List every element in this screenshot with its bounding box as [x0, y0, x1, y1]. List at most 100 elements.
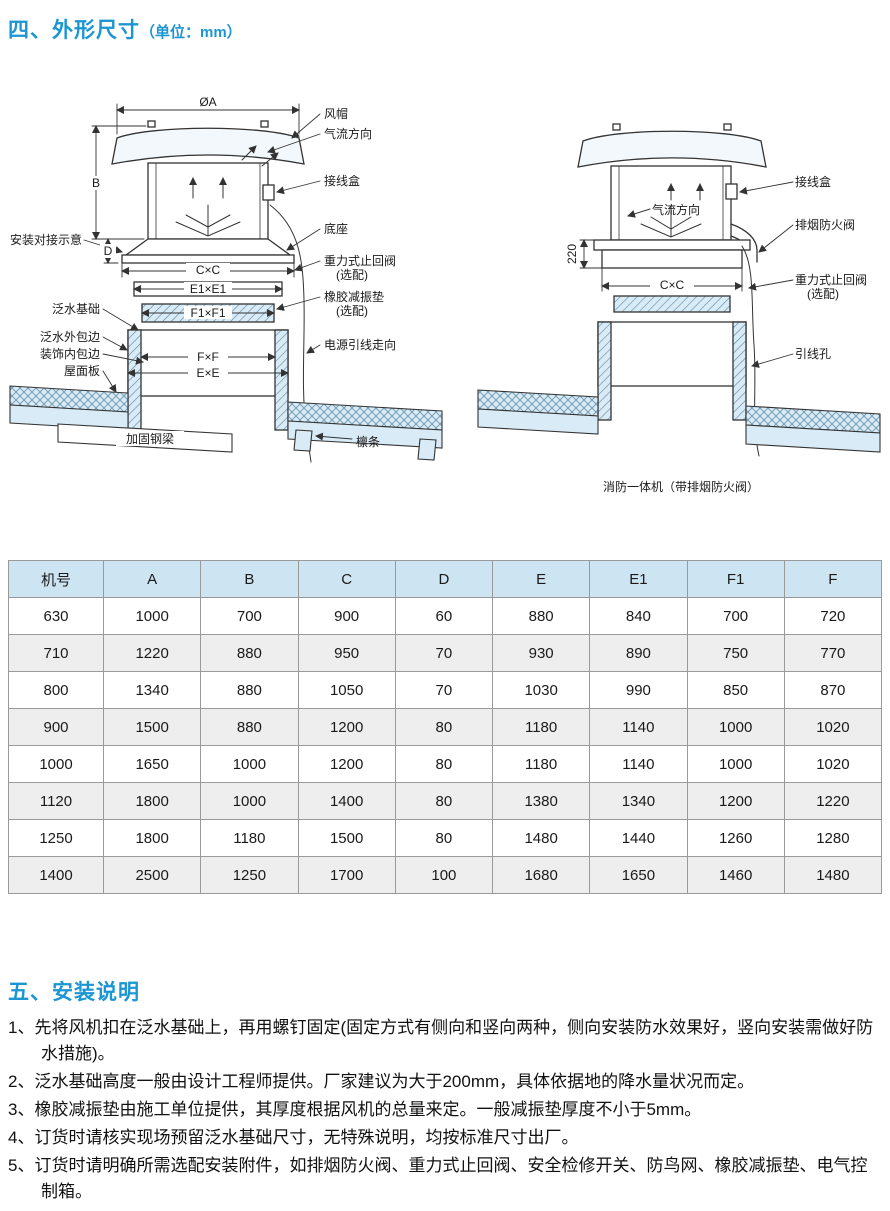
table-cell: 1020	[783, 745, 883, 783]
table-cell: 850	[686, 671, 785, 709]
label-check-valve-optional: (选配)	[336, 268, 368, 282]
label-flashing-outer-edge: 泛水外包边	[40, 330, 100, 344]
table-cell: 80	[394, 819, 494, 857]
wind-cap-shape	[111, 127, 305, 165]
table-cell: 800	[8, 671, 104, 709]
table-cell: 1380	[491, 782, 591, 820]
table-cell: 1200	[297, 745, 396, 783]
table-cell: 890	[589, 634, 688, 672]
label-rubber-pad-optional: (选配)	[336, 304, 368, 318]
label-check-valve: 重力式止回阀	[324, 254, 396, 268]
roof-panel-shape	[745, 424, 881, 453]
table-cell: 1340	[102, 671, 202, 709]
label-flashing-base: 泛水基础	[52, 302, 100, 316]
table-cell: 1480	[783, 856, 883, 894]
roof-panel-shape	[477, 408, 599, 435]
dimension-diagrams: ØA B D C×C E1×E1 F1×F1 F×F E×E 安装对接示意 泛水…	[9, 95, 881, 494]
table-cell: 1250	[8, 819, 104, 857]
table-cell: 1400	[8, 856, 104, 894]
table-cell: 1000	[686, 745, 785, 783]
table-cell: 930	[491, 634, 591, 672]
dim-label-f1: F1×F1	[190, 306, 225, 320]
curb-frame-shape	[597, 321, 747, 387]
table-cell: 1120	[8, 782, 104, 820]
table-cell: 1000	[200, 782, 299, 820]
dimensions-section-unit: （单位：mm）	[140, 24, 242, 41]
table-cell: 1800	[102, 782, 202, 820]
install-list: 1、先将风机扣在泛水基础上，再用螺钉固定(固定方式有侧向和竖向两种，侧向安装防水…	[8, 1015, 884, 1207]
table-cell: 880	[200, 708, 299, 746]
label-airflow: 气流方向	[652, 202, 700, 217]
table-cell: 1280	[783, 819, 883, 857]
cap-bolt	[612, 123, 621, 131]
curb-column-shape	[597, 321, 612, 421]
table-cell: 1140	[589, 745, 688, 783]
table-cell: 1500	[102, 708, 202, 746]
fire-damper-shape	[601, 249, 743, 269]
rubber-pad-shape	[613, 295, 731, 313]
table-cell: 880	[200, 634, 299, 672]
label-wind-cap: 风帽	[324, 106, 348, 121]
dim-label-e1: E1×E1	[190, 282, 227, 296]
table-cell: 1700	[297, 856, 396, 894]
junction-box-shape	[725, 183, 738, 200]
curb-column-shape	[732, 321, 747, 421]
table-cell: 1260	[686, 819, 785, 857]
table-cell: 2500	[102, 856, 202, 894]
install-instruction: 2、泛水基础高度一般由设计工程师提供。厂家建议为大于200mm，具体依据地的降水…	[8, 1072, 755, 1091]
cap-bolt	[723, 123, 732, 131]
label-airflow: 气流方向	[324, 126, 372, 141]
table-cell: 1180	[491, 708, 591, 746]
column-header: C	[297, 560, 396, 598]
column-header: F	[783, 560, 883, 598]
dim-label-220: 220	[565, 244, 579, 264]
dim-label-ff: F×F	[197, 350, 219, 364]
base-shape	[124, 238, 292, 256]
install-instruction: 3、橡胶减振垫由施工单位提供，其厚度根据风机的总量来定。一般减振垫厚度不小于5m…	[8, 1100, 702, 1119]
table-cell: 100	[394, 856, 494, 894]
impeller-shape	[640, 205, 702, 238]
table-cell: 770	[783, 634, 883, 672]
table-cell: 1480	[491, 819, 591, 857]
table-cell: 1650	[102, 745, 202, 783]
table-cell: 70	[394, 634, 494, 672]
power-cable-line	[269, 204, 312, 463]
label-steel-beam: 加固钢梁	[126, 431, 174, 446]
dim-label-b: B	[92, 176, 100, 190]
table-cell: 900	[297, 597, 396, 635]
column-header: D	[394, 560, 494, 598]
table-cell: 720	[783, 597, 883, 635]
table-cell: 750	[686, 634, 785, 672]
curb-column-shape	[274, 329, 289, 431]
label-rubber-pad: 橡胶减振垫	[324, 289, 384, 304]
table-cell: 880	[491, 597, 591, 635]
label-roof-panel: 屋面板	[64, 364, 100, 378]
table-cell: 1030	[491, 671, 591, 709]
install-instruction: 5、订货时请明确所需选配安装附件，如排烟防火阀、重力式止回阀、安全检修开关、防鸟…	[8, 1156, 868, 1201]
base-plate-shape	[121, 254, 295, 264]
table-cell: 1180	[200, 819, 299, 857]
right-labels: 220 C×C 气流方向 接线盒 排烟防火阀 重力式止回阀 (选配) 引线孔 消…	[565, 174, 867, 494]
label-power-lead: 电源引线走向	[324, 337, 396, 352]
column-header: A	[102, 560, 202, 598]
table-cell: 1000	[102, 597, 202, 635]
label-junction-box: 接线盒	[324, 173, 360, 188]
impeller-shape	[175, 204, 241, 237]
table-cell: 1460	[686, 856, 785, 894]
table-cell: 1220	[102, 634, 202, 672]
cap-bolt	[260, 120, 269, 128]
table-cell: 80	[394, 782, 494, 820]
table-cell: 1200	[297, 708, 396, 746]
label-base: 底座	[324, 221, 348, 236]
table-cell: 1500	[297, 819, 396, 857]
table-cell: 1650	[589, 856, 688, 894]
left-airflow-arrows	[189, 145, 279, 199]
table-cell: 880	[200, 671, 299, 709]
label-junction-box: 接线盒	[795, 174, 831, 189]
damper-flange-shape	[593, 239, 751, 251]
